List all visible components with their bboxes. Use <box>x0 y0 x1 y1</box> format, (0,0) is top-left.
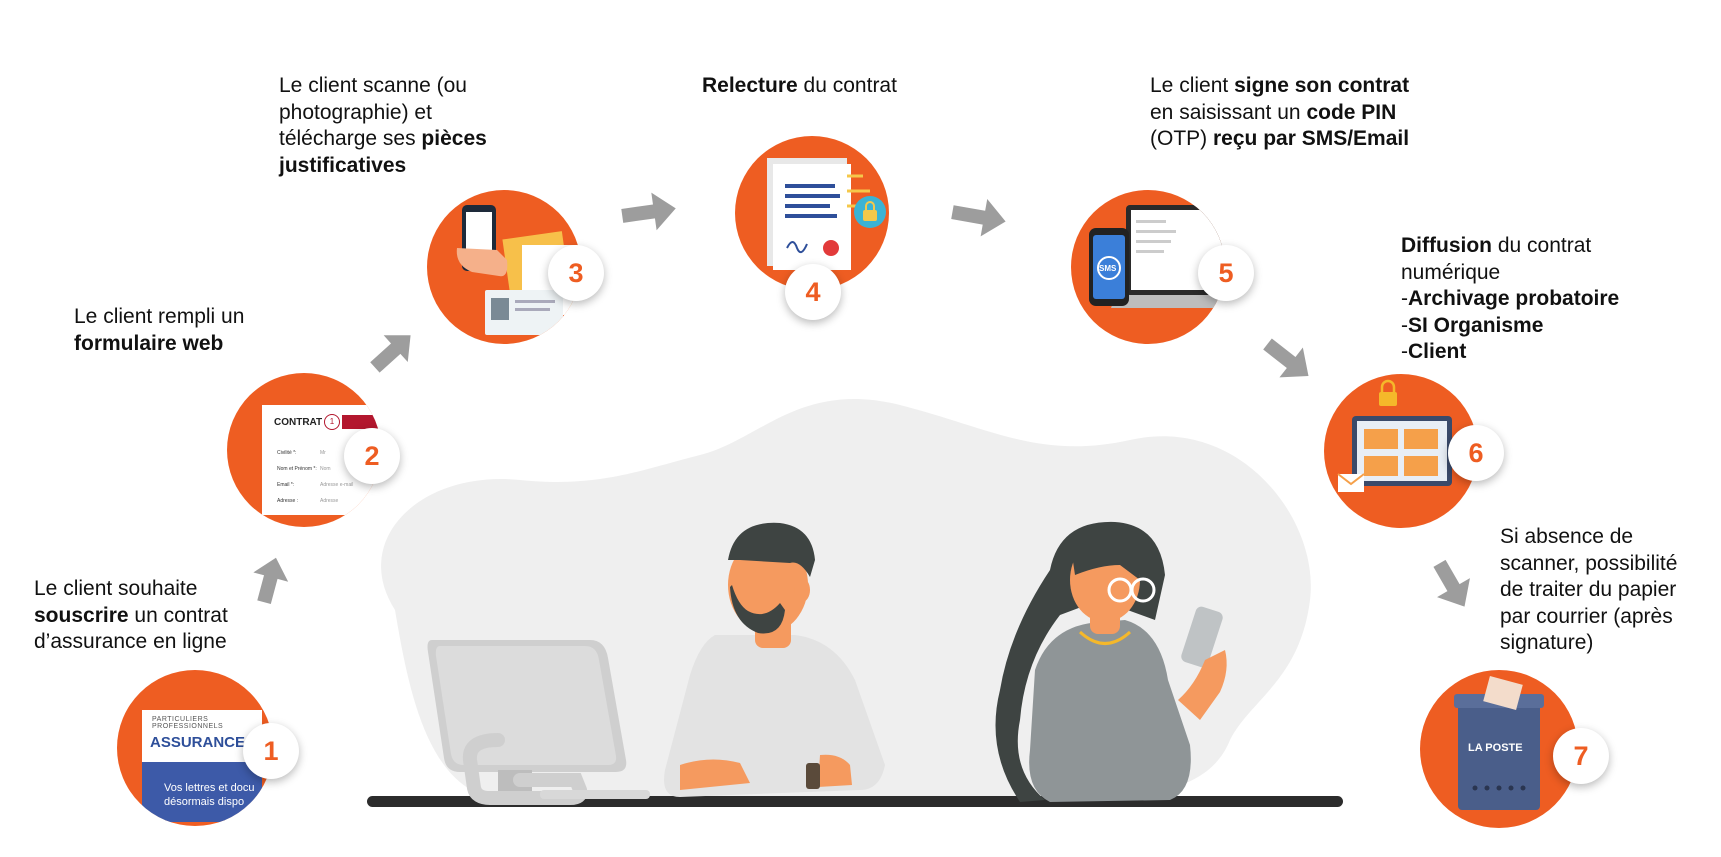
step-4-badge: 4 <box>785 264 841 320</box>
mock-line-2: désormais dispo <box>164 796 245 808</box>
contract-review-icon <box>767 158 886 270</box>
mock-form-title: CONTRAT <box>274 417 323 428</box>
digital-archive-icon <box>1337 379 1452 492</box>
web-form-icon: CONTRAT 1 Civilité *: Nom et Prénom *: E… <box>262 405 381 515</box>
step-6-text: Diffusion du contrat numérique -Archivag… <box>1401 234 1620 363</box>
list-item: Archivage probatoire <box>1408 287 1620 310</box>
step-5-badge: 5 <box>1198 245 1254 301</box>
mailbox-label: LA POSTE <box>1468 742 1523 754</box>
desk-line <box>367 796 1343 807</box>
mock-field-4-value: Adresse <box>320 498 339 504</box>
mock-line-1: Vos lettres et docu <box>164 782 255 794</box>
mock-field-2: Nom et Prénom *: <box>277 466 317 472</box>
arrow-4-to-5 <box>951 198 1006 237</box>
step-4-circle <box>735 136 889 290</box>
sms-label: SMS <box>1099 264 1117 273</box>
mock-field-1-value: Mr <box>320 450 326 456</box>
step-3-badge: 3 <box>548 245 604 301</box>
step-2-text: Le client rempli un formulaire web <box>74 305 245 355</box>
list-item: SI Organisme <box>1408 313 1544 337</box>
mock-form-step: 1 <box>324 414 340 430</box>
mock-nav-particuliers: PARTICULIERS <box>152 716 209 723</box>
man-illustration <box>664 522 885 797</box>
woman-illustration <box>995 521 1227 802</box>
step-1-badge: 1 <box>243 723 299 779</box>
step-2-badge: 2 <box>344 428 400 484</box>
monitor-illustration <box>427 640 650 805</box>
mock-nav-professionnels: PROFESSIONNELS <box>152 723 224 730</box>
step-5-text: Le client signe son contrat en saisissan… <box>1150 74 1410 150</box>
mock-field-2-value: Nom <box>320 466 331 472</box>
arrow-5-to-6 <box>1263 338 1309 378</box>
insurance-website-icon: PARTICULIERS PROFESSIONNELS ASSURANCE Vo… <box>142 710 262 822</box>
arrow-6-to-7 <box>1433 559 1470 607</box>
mock-field-3: Email *: <box>277 482 295 488</box>
mock-field-4: Adresse : <box>277 498 299 504</box>
step-7-circle: LA POSTE <box>1420 670 1578 828</box>
step-7-text: Si absence de scanner, possibilité de tr… <box>1500 525 1678 654</box>
mock-field-3-value: Adresse e-mail <box>320 482 354 488</box>
list-item: Client <box>1408 340 1467 363</box>
step-3-text: Le client scanne (ou photographie) et té… <box>279 74 487 177</box>
step-4-text: Relecture du contrat <box>702 74 897 97</box>
mock-field-1: Civilité *: <box>277 450 297 456</box>
mock-brand: ASSURANCE <box>150 734 246 751</box>
arrow-2-to-3 <box>370 335 411 373</box>
step-1-text: Le client souhaite souscrire un contrat … <box>34 577 228 653</box>
arrow-1-to-2 <box>253 557 289 605</box>
step-6-badge: 6 <box>1448 425 1504 481</box>
mailbox-icon <box>1454 676 1544 810</box>
step-7-badge: 7 <box>1553 728 1609 784</box>
arrow-3-to-4 <box>621 192 676 231</box>
